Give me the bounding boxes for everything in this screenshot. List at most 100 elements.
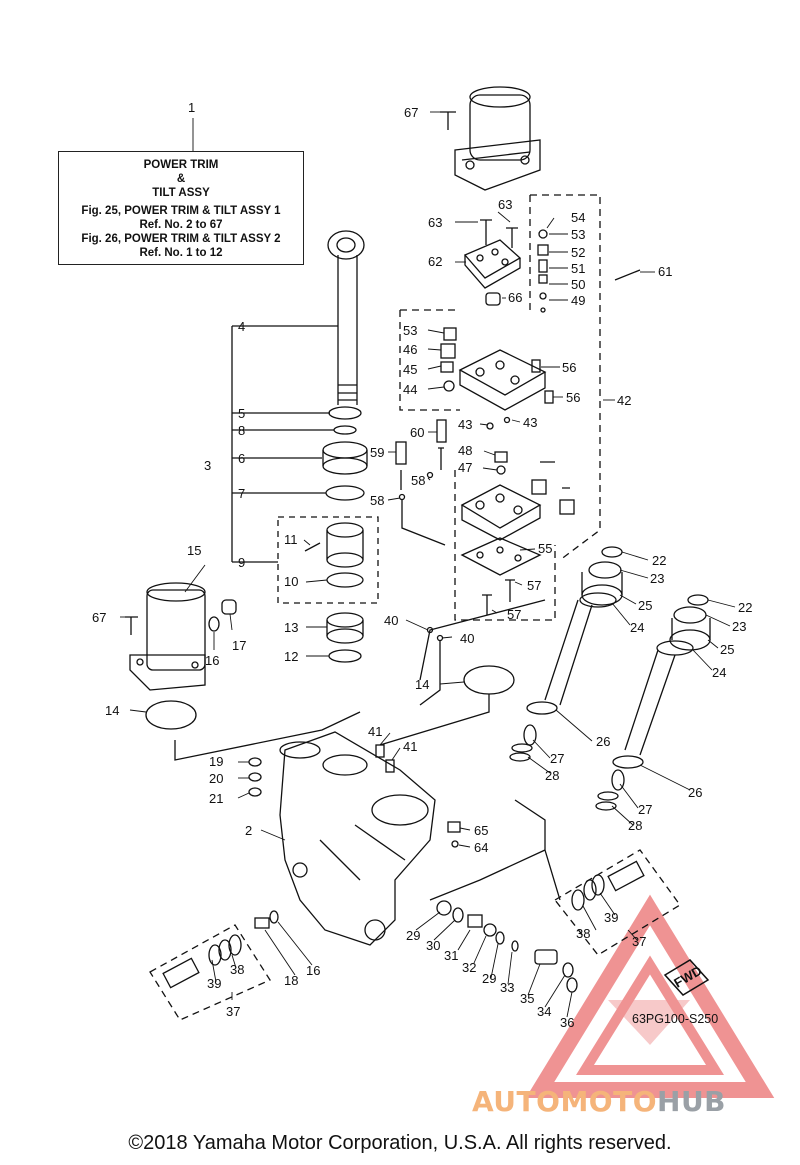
callout-13: 13 (284, 620, 298, 635)
callout-26-upper: 26 (596, 734, 610, 749)
callout-23-upper: 23 (650, 571, 664, 586)
callout-67-top: 67 (404, 105, 418, 120)
callout-28-lower: 28 (628, 818, 642, 833)
callout-37-left: 37 (226, 1004, 240, 1019)
legend-title-line1: POWER TRIM (143, 159, 219, 171)
callout-64: 64 (474, 840, 488, 855)
callout-9: 9 (238, 555, 245, 570)
watermark-logo (525, 894, 775, 1098)
callout-38-left: 38 (230, 962, 244, 977)
callout-29-left: 29 (406, 928, 420, 943)
callout-2: 2 (245, 823, 252, 838)
callout-39-right: 39 (604, 910, 618, 925)
callout-36: 36 (560, 1015, 574, 1030)
callout-47: 47 (458, 460, 472, 475)
callout-43-right: 43 (523, 415, 537, 430)
callout-15: 15 (187, 543, 201, 558)
callout-22-upper: 22 (652, 553, 666, 568)
watermark-part1: AUTOMOTO (472, 1085, 658, 1118)
callout-33: 33 (500, 980, 514, 995)
legend-ref1-range: Ref. No. 2 to 67 (139, 219, 223, 231)
callout-46: 46 (403, 342, 417, 357)
callout-labels: 1 2 3 4 5 6 7 8 9 10 11 12 13 14 14 15 1… (92, 100, 752, 1030)
screw-67-top (440, 111, 456, 130)
callout-32: 32 (462, 960, 476, 975)
callout-58-right: 58 (411, 473, 425, 488)
callout-49: 49 (571, 293, 585, 308)
watermark-text: AUTOMOTOHUB (472, 1085, 726, 1118)
callout-25-upper: 25 (638, 598, 652, 613)
callout-41-lower: 41 (403, 739, 417, 754)
callout-10: 10 (284, 574, 298, 589)
copyright-notice: ©2018 Yamaha Motor Corporation, U.S.A. A… (128, 1132, 672, 1154)
callout-6: 6 (238, 451, 245, 466)
legend-title-line3: TILT ASSY (152, 187, 210, 199)
legend-ref2-range: Ref. No. 1 to 12 (139, 247, 223, 259)
callout-37-right: 37 (632, 934, 646, 949)
callout-5: 5 (238, 406, 245, 421)
callout-53-upper: 53 (571, 227, 585, 242)
callout-19: 19 (209, 754, 223, 769)
callout-56-upper: 56 (562, 360, 576, 375)
callout-34: 34 (537, 1004, 551, 1019)
callout-60: 60 (410, 425, 424, 440)
callout-48: 48 (458, 443, 472, 458)
callout-16-lower: 16 (306, 963, 320, 978)
callout-27-lower: 27 (638, 802, 652, 817)
callout-66: 66 (508, 290, 522, 305)
leader-lines (120, 111, 736, 1018)
parts-lines (125, 86, 711, 1021)
callout-54: 54 (571, 210, 585, 225)
callout-16-upper: 16 (205, 653, 219, 668)
callout-14-left: 14 (105, 703, 119, 718)
callout-61: 61 (658, 264, 672, 279)
assembly-legend-box: POWER TRIM & TILT ASSY Fig. 25, POWER TR… (58, 151, 304, 265)
callout-65: 65 (474, 823, 488, 838)
callout-24-upper: 24 (630, 620, 644, 635)
callout-31: 31 (444, 948, 458, 963)
callout-41-upper: 41 (368, 724, 382, 739)
callout-58-left: 58 (370, 493, 384, 508)
callout-44: 44 (403, 382, 417, 397)
callout-7: 7 (238, 486, 245, 501)
callout-67-left: 67 (92, 610, 106, 625)
callout-40-left: 40 (384, 613, 398, 628)
callout-21: 21 (209, 791, 223, 806)
callout-23-lower: 23 (732, 619, 746, 634)
callout-28-upper: 28 (545, 768, 559, 783)
callout-59: 59 (370, 445, 384, 460)
legend-ref1: Fig. 25, POWER TRIM & TILT ASSY 1 (81, 205, 281, 217)
callout-52: 52 (571, 245, 585, 260)
legend-title-line2: & (176, 173, 186, 185)
callout-38-right: 38 (576, 926, 590, 941)
callout-50: 50 (571, 277, 585, 292)
callout-11: 11 (284, 532, 298, 547)
callout-8: 8 (238, 423, 245, 438)
callout-35: 35 (520, 991, 534, 1006)
callout-20: 20 (209, 771, 223, 786)
callout-30: 30 (426, 938, 440, 953)
callout-17: 17 (232, 638, 246, 653)
callout-12: 12 (284, 649, 298, 664)
callout-26-lower: 26 (688, 785, 702, 800)
callout-43-left: 43 (458, 417, 472, 432)
callout-53-lower: 53 (403, 323, 417, 338)
figure-code: 63PG100-S250 (632, 1012, 719, 1026)
callout-63-right: 63 (498, 197, 512, 212)
callout-57-upper: 57 (527, 578, 541, 593)
callout-18: 18 (284, 973, 298, 988)
legend-ref2: Fig. 26, POWER TRIM & TILT ASSY 2 (81, 233, 281, 245)
callout-29-right: 29 (482, 971, 496, 986)
callout-62: 62 (428, 254, 442, 269)
callout-57-lower: 57 (507, 607, 521, 622)
callout-1: 1 (188, 100, 195, 115)
callout-27-upper: 27 (550, 751, 564, 766)
callout-40-right: 40 (460, 631, 474, 646)
watermark-part2: HUB (657, 1085, 727, 1118)
callout-63-left: 63 (428, 215, 442, 230)
callout-39-left: 39 (207, 976, 221, 991)
callout-25-lower: 25 (720, 642, 734, 657)
callout-3: 3 (204, 458, 211, 473)
